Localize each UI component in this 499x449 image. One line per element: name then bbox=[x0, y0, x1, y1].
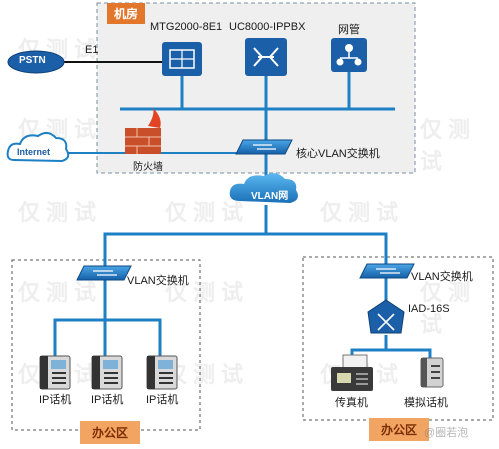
firewall-icon bbox=[125, 108, 161, 154]
pstn-label: PSTN bbox=[19, 55, 46, 66]
office-zone-title: 办公区 bbox=[80, 421, 141, 444]
analog-phone-icon bbox=[420, 357, 444, 388]
branch-zone-frame bbox=[302, 256, 494, 421]
link-iad bbox=[386, 348, 432, 360]
branch-switch-label: VLAN交换机 bbox=[411, 271, 473, 283]
ip-phone-icon bbox=[39, 355, 71, 390]
ip-phone-label: IP话机 bbox=[91, 394, 124, 406]
branch-switch-icon bbox=[359, 263, 415, 279]
vlan-net-label: VLAN网 bbox=[251, 191, 289, 202]
link-office-switch bbox=[105, 318, 162, 357]
ippbx-label: UC8000-IPPBX bbox=[229, 21, 306, 33]
network-links bbox=[53, 72, 432, 360]
branch-zone-title: 办公区 bbox=[369, 418, 430, 441]
ip-phone-label: IP话机 bbox=[39, 394, 72, 406]
office-switch-label: VLAN交换机 bbox=[127, 275, 189, 287]
core-switch-icon bbox=[235, 139, 293, 155]
pstn-cloud bbox=[7, 50, 65, 74]
iad-icon bbox=[367, 299, 405, 334]
iad-label: IAD-16S bbox=[408, 303, 450, 315]
internet-cloud-icon bbox=[6, 132, 70, 163]
core-switch-label: 核心VLAN交换机 bbox=[296, 148, 380, 160]
office-switch-icon bbox=[76, 265, 132, 281]
internet-label: Internet bbox=[17, 147, 51, 157]
ip-phone-icon bbox=[91, 355, 123, 390]
ip-phone-label: IP话机 bbox=[146, 394, 179, 406]
link-office-switch bbox=[53, 278, 107, 357]
fax-machine-icon bbox=[331, 354, 373, 391]
link-vlan-branch bbox=[103, 205, 268, 266]
firewall-label: 防火墙 bbox=[133, 162, 163, 173]
mtg-label: MTG2000-8E1 bbox=[150, 21, 223, 33]
brand-watermark: @圈若泡 bbox=[424, 427, 469, 439]
analog-phone-label: 模拟话机 bbox=[404, 397, 448, 409]
e1-label: E1 bbox=[85, 44, 99, 56]
ip-phone-icon bbox=[146, 355, 178, 390]
link-vlan-branch bbox=[266, 232, 388, 266]
network-management-icon bbox=[331, 38, 367, 72]
mtg-gateway-icon bbox=[162, 42, 202, 76]
fax-label: 传真机 bbox=[335, 397, 368, 409]
vlan-cloud-icon bbox=[229, 173, 298, 203]
netmgmt-label: 网管 bbox=[338, 24, 360, 36]
machine-room-title: 机房 bbox=[107, 3, 146, 24]
ippbx-icon bbox=[245, 38, 287, 76]
